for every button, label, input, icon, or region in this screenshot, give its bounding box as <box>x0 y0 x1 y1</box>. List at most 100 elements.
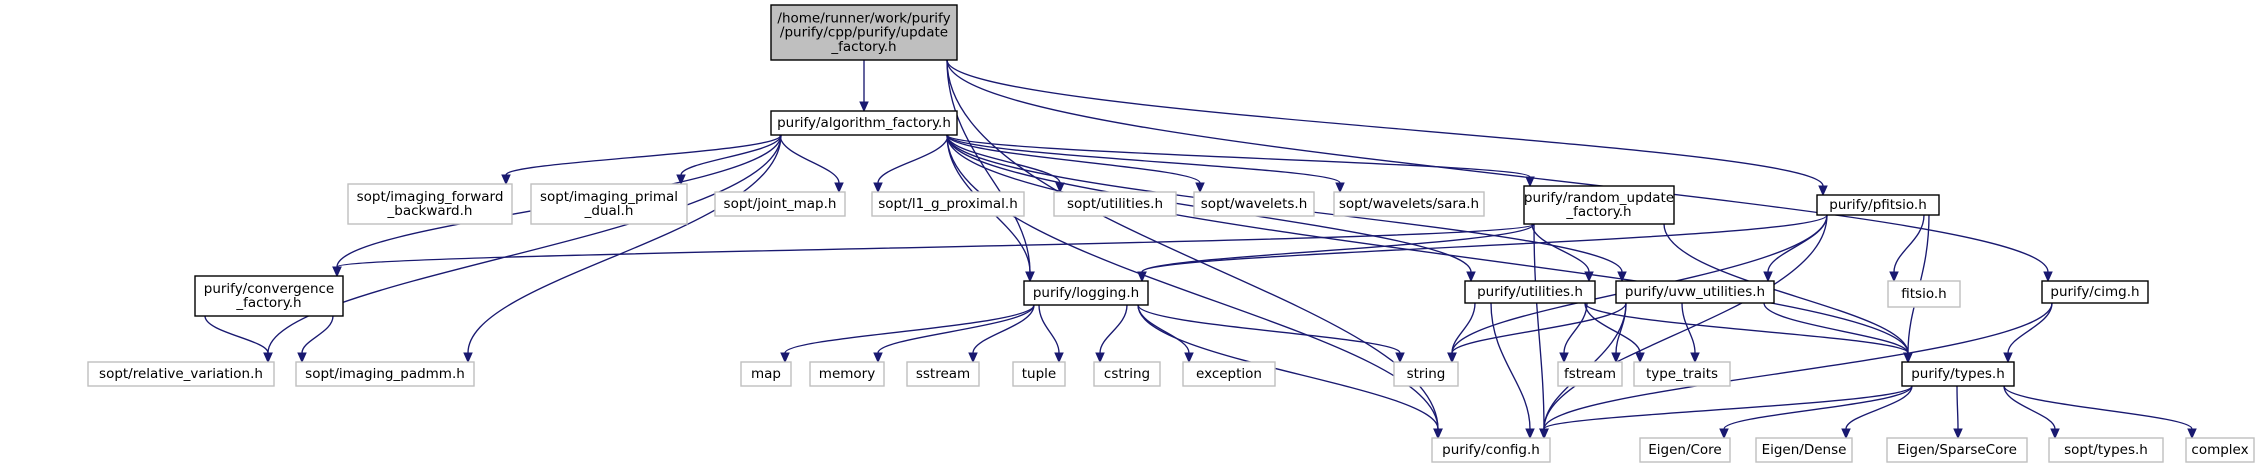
node-label: _dual.h <box>584 203 634 219</box>
arrowhead-icon <box>676 174 686 186</box>
edge-line <box>680 134 782 176</box>
node-label: exception <box>1196 366 1262 382</box>
node-sopt-types: sopt/types.h <box>2048 437 2164 463</box>
arrowhead-icon <box>463 352 473 364</box>
edge-line <box>1531 223 1590 273</box>
node-label: purify/random_update <box>1524 190 1674 206</box>
node-cstring: cstring <box>1093 361 1161 387</box>
node-box <box>2041 280 2149 304</box>
node-label: sopt/relative_variation.h <box>99 366 263 382</box>
node-eigen-dense: Eigen/Dense <box>1755 437 1853 463</box>
node-box <box>1633 361 1731 387</box>
edge-logging-to-string <box>1137 304 1405 364</box>
node-random-update-factory[interactable]: purify/random_update_factory.h <box>1523 185 1675 225</box>
edge-line <box>1563 302 1588 354</box>
node-label: sopt/imaging_primal <box>540 189 678 205</box>
edge-line <box>946 134 1909 354</box>
edge-line <box>946 134 1439 430</box>
node-box <box>1023 280 1149 306</box>
node-fitsio: fitsio.h <box>1887 280 1961 308</box>
node-logging[interactable]: purify/logging.h <box>1023 280 1149 306</box>
node-box <box>295 361 475 387</box>
node-algorithm-factory[interactable]: purify/algorithm_factory.h <box>770 110 958 136</box>
edge-algorithm_factory-to-joint_map <box>779 134 844 194</box>
node-label: sopt/joint_map.h <box>724 196 837 212</box>
node-box <box>906 361 980 387</box>
node-exception: exception <box>1182 361 1276 387</box>
edge-line <box>779 134 840 184</box>
node-box <box>1886 437 2028 463</box>
edges-layer <box>204 59 2197 440</box>
node-box <box>347 183 513 225</box>
node-wavelets-sara: sopt/wavelets/sara.h <box>1333 191 1485 217</box>
arrowhead-icon <box>1635 352 1645 364</box>
arrowhead-icon <box>2003 352 2013 364</box>
edge-types-to-config <box>1539 385 1913 440</box>
node-joint-map: sopt/joint_map.h <box>714 191 846 217</box>
arrowhead-icon <box>1433 428 1443 440</box>
edge-convergence_factory-to-imaging_padmm <box>297 315 334 364</box>
edge-line <box>2003 385 2056 430</box>
edge-line <box>1141 223 1535 273</box>
arrowhead-icon <box>1903 352 1913 364</box>
arrowhead-icon <box>1395 352 1405 364</box>
node-box <box>1755 437 1853 463</box>
node-box <box>1523 185 1675 225</box>
node-uvw-utilities[interactable]: purify/uvw_utilities.h <box>1615 280 1775 304</box>
edge-line <box>1723 385 1913 430</box>
node-root[interactable]: /home/runner/work/purify/purify/cpp/puri… <box>770 4 958 61</box>
node-box <box>87 361 275 387</box>
node-label: purify/algorithm_factory.h <box>777 115 951 131</box>
node-config: purify/config.h <box>1431 437 1551 463</box>
edge-line <box>972 304 1035 354</box>
edge-algorithm_factory-to-wavelets_sara <box>946 134 1345 194</box>
arrowhead-icon <box>780 352 790 364</box>
edge-convergence_factory-to-relative_variation <box>204 315 273 364</box>
edge-logging-to-cstring <box>1095 304 1128 364</box>
arrowhead-icon <box>1953 428 1963 440</box>
node-label: _factory.h <box>830 39 896 55</box>
arrowhead-icon <box>297 352 307 364</box>
edge-root-to-algorithm_factory <box>859 59 869 113</box>
node-cimg[interactable]: purify/cimg.h <box>2041 280 2149 304</box>
node-box <box>1333 191 1485 217</box>
edge-line <box>467 134 782 354</box>
edge-line <box>336 223 1535 268</box>
node-label: _factory.h <box>1565 204 1631 220</box>
arrowhead-icon <box>1525 428 1535 440</box>
node-box <box>1639 437 1731 463</box>
arrowhead-icon <box>1539 428 1549 440</box>
edge-random_update_factory-to-convergence_factory <box>332 223 1535 278</box>
node-label: _backward.h <box>387 203 473 219</box>
arrowhead-icon <box>1617 271 1627 283</box>
node-label: _factory.h <box>235 295 301 311</box>
node-eigen-core: Eigen/Core <box>1639 437 1731 463</box>
edge-line <box>946 59 1824 187</box>
node-memory: memory <box>809 361 885 387</box>
edge-line <box>1543 214 1828 430</box>
node-pfitsio[interactable]: purify/pfitsio.h <box>1816 194 1940 216</box>
node-utilities[interactable]: purify/utilities.h <box>1464 280 1596 304</box>
edge-cimg-to-types <box>2003 302 2053 364</box>
node-label: /purify/cpp/purify/update <box>780 25 948 41</box>
node-types[interactable]: purify/types.h <box>1901 361 2015 387</box>
edge-logging-to-sstream <box>968 304 1035 364</box>
node-sstream: sstream <box>906 361 980 387</box>
edge-uvw_utilities-to-fstream <box>1611 302 1627 364</box>
arrowhead-icon <box>968 352 978 364</box>
node-box <box>1615 280 1775 304</box>
edge-line <box>1584 302 1909 354</box>
node-label: map <box>751 366 781 382</box>
edge-algorithm_factory-to-imaging_primal_dual <box>676 134 782 186</box>
node-convergence-factory[interactable]: purify/convergence_factory.h <box>194 275 344 317</box>
edge-line <box>1451 302 1476 354</box>
arrowhead-icon <box>501 174 511 186</box>
arrowhead-icon <box>1690 352 1700 364</box>
edge-line <box>1584 302 1641 354</box>
node-label: purify/config.h <box>1442 442 1540 458</box>
edge-line <box>946 134 1201 184</box>
edge-line <box>1893 214 1925 273</box>
edge-line <box>784 304 1035 354</box>
node-label: /home/runner/work/purify <box>777 10 950 26</box>
node-box <box>1887 280 1961 308</box>
